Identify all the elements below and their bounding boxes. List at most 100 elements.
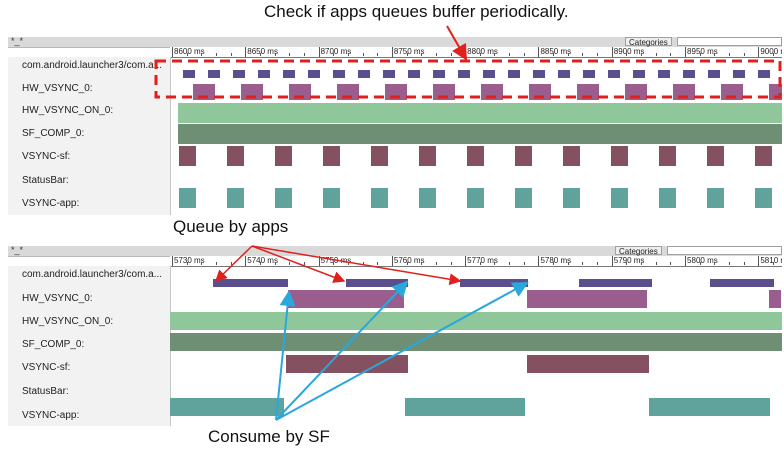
track-slice[interactable] [563,146,580,166]
track-slice[interactable] [419,188,436,208]
track-row-vsync-sf[interactable]: VSYNC-sf: [8,145,170,167]
track-slice[interactable] [467,146,484,166]
track-row-hw-vsync[interactable]: HW_VSYNC_0: [8,79,170,101]
track-slice[interactable] [563,188,580,208]
categories-field[interactable] [667,246,782,255]
track-row-vsync-app[interactable]: VSYNC-app: [8,398,170,421]
ruler-tick-label: 8600 ms [174,47,205,56]
track-row-app-queue[interactable]: com.android.launcher3/com.a... [8,266,170,288]
ruler-minor-tick [421,262,423,265]
track-slice[interactable] [515,146,532,166]
ruler-minor-tick [714,53,716,56]
ruler-tick [538,47,540,57]
track-slice[interactable] [508,70,520,78]
track-slice[interactable] [533,70,545,78]
ruler-minor-tick [553,53,555,56]
ruler-minor-tick [274,262,276,265]
consume-arrow-2 [275,280,409,421]
track-row-vsync-app[interactable]: VSYNC-app: [8,189,170,211]
track-slice[interactable] [658,70,670,78]
categories-button[interactable]: Categories [615,246,662,256]
track-slice[interactable] [527,355,649,373]
track-slice[interactable] [710,279,774,287]
track-slice[interactable] [408,70,420,78]
track-slice[interactable] [233,70,245,78]
track-slice[interactable] [213,279,288,287]
track-slice[interactable] [755,188,772,208]
track-slice[interactable] [758,70,770,78]
track-slice[interactable] [683,70,695,78]
categories-field[interactable] [677,37,782,46]
track-row-app-queue[interactable]: com.android.launcher3/com.a... [8,57,170,79]
track-slice[interactable] [458,70,470,78]
track-slice[interactable] [405,398,525,416]
track-slice[interactable] [419,146,436,166]
track-slice[interactable] [275,146,292,166]
track-slice[interactable] [611,188,628,208]
track-slice[interactable] [383,70,395,78]
track-slice[interactable] [208,70,220,78]
ruler-tick [245,47,247,57]
track-slice[interactable] [178,103,782,123]
track-slice[interactable] [275,188,292,208]
track-slice[interactable] [755,146,772,166]
track-slice[interactable] [558,70,570,78]
track-slice[interactable] [483,70,495,78]
track-slice[interactable] [170,333,782,351]
track-slice[interactable] [170,312,782,330]
track-slice[interactable] [178,124,782,144]
track-slice[interactable] [467,188,484,208]
track-slice[interactable] [286,355,408,373]
track-row-vsync-sf[interactable]: VSYNC-sf: [8,354,170,376]
track-slice[interactable] [708,70,720,78]
track-slice[interactable] [227,146,244,166]
track-slice[interactable] [515,188,532,208]
track-slice[interactable] [733,70,745,78]
track-row-hw-vsync[interactable]: HW_VSYNC_0: [8,288,170,310]
track-slice[interactable] [258,70,270,78]
track-slice[interactable] [371,146,388,166]
categories-button[interactable]: Categories [625,37,672,47]
ruler-minor-tick [421,53,423,56]
track-row-hw-vsync-on[interactable]: HW_VSYNC_ON_0: [8,101,170,123]
track-slice[interactable] [659,188,676,208]
track-slice[interactable] [308,70,320,78]
track-slice[interactable] [333,70,345,78]
track-slice[interactable] [611,146,628,166]
track-slice[interactable] [323,188,340,208]
track-slice[interactable] [633,70,645,78]
ruler-tick-label: 8800 ms [467,47,498,56]
track-row-hw-vsync-on[interactable]: HW_VSYNC_ON_0: [8,310,170,332]
track-slice[interactable] [179,146,196,166]
track-slice[interactable] [433,70,445,78]
track-slice[interactable] [707,188,724,208]
track-slice[interactable] [707,146,724,166]
track-slice[interactable] [170,398,284,416]
track-slice[interactable] [608,70,620,78]
ruler-tick-label: 8750 ms [393,47,425,56]
track-slice[interactable] [579,279,652,287]
ruler-minor-tick [186,53,188,56]
track-row-statusbar[interactable]: StatusBar: [8,167,170,189]
track-slice[interactable] [371,188,388,208]
track-slice[interactable] [227,188,244,208]
track-slice[interactable] [358,70,370,78]
track-slice[interactable] [346,279,408,287]
track-slice[interactable] [649,398,770,416]
track-row-sf-comp[interactable]: SF_COMP_0: [8,332,170,354]
track-slice[interactable] [323,146,340,166]
track-slice[interactable] [659,146,676,166]
track-slice[interactable] [183,70,195,78]
track-slice[interactable] [460,279,528,287]
track-row-statusbar[interactable]: StatusBar: [8,376,170,398]
track-slice[interactable] [583,70,595,78]
track-slice[interactable] [283,70,295,78]
track-slice[interactable] [769,290,781,308]
track-row-sf-comp[interactable]: SF_COMP_0: [8,123,170,145]
track-slice[interactable] [527,290,647,308]
track-slice[interactable] [179,188,196,208]
track-slice[interactable] [288,290,404,308]
ruler-tick-label: 5730 ms [174,256,205,265]
